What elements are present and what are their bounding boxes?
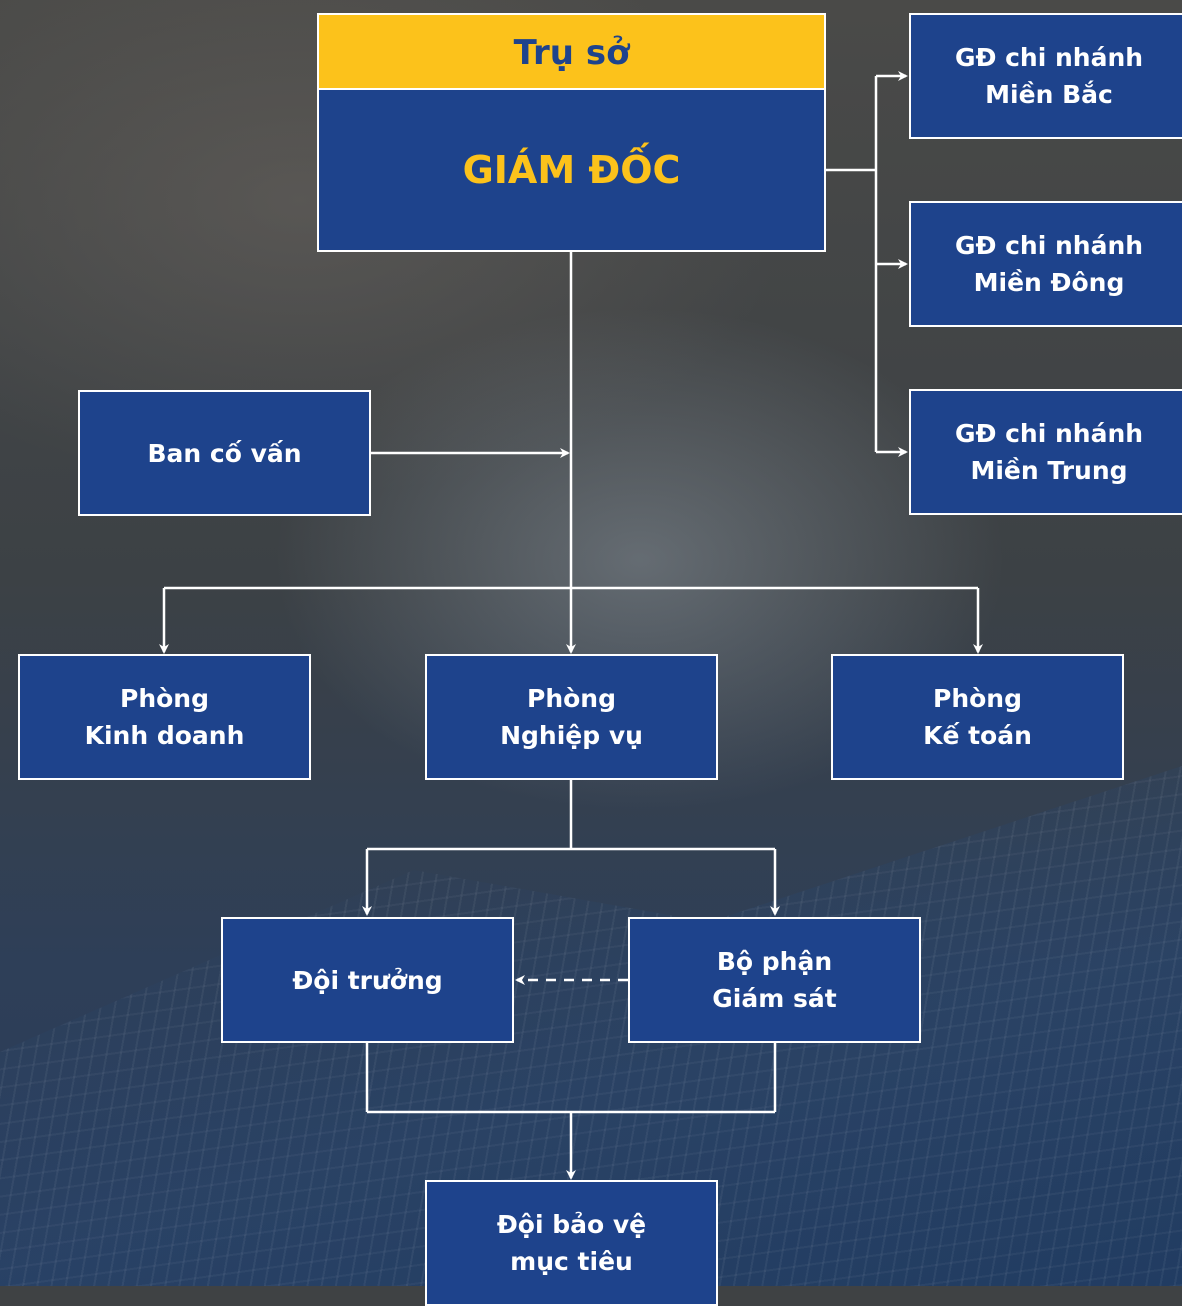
accounting-department-box: Phòng Kế toán bbox=[831, 654, 1124, 780]
operations-line2: Nghiệp vụ bbox=[500, 721, 643, 750]
guard-team-line1: Đội bảo vệ bbox=[496, 1210, 647, 1239]
sales-line1: Phòng bbox=[120, 684, 209, 713]
branch-central-line1: GĐ chi nhánh bbox=[954, 419, 1144, 448]
operations-line1: Phòng bbox=[527, 684, 616, 713]
branch-north-box: GĐ chi nhánh Miền Bắc bbox=[909, 13, 1182, 139]
accounting-line1: Phòng bbox=[933, 684, 1022, 713]
branch-east-line2: Miền Đông bbox=[973, 268, 1125, 297]
hq-label: Trụ sở bbox=[317, 13, 826, 90]
advisory-box: Ban cố vấn bbox=[78, 390, 371, 516]
branch-central-line2: Miền Trung bbox=[970, 456, 1128, 485]
sales-department-box: Phòng Kinh doanh bbox=[18, 654, 311, 780]
guard-team-line2: mục tiêu bbox=[510, 1247, 633, 1276]
sales-line2: Kinh doanh bbox=[84, 721, 245, 750]
branch-east-box: GĐ chi nhánh Miền Đông bbox=[909, 201, 1182, 327]
supervision-line2: Giám sát bbox=[712, 984, 837, 1013]
branch-east-line1: GĐ chi nhánh bbox=[954, 231, 1144, 260]
team-leader-label: Đội trưởng bbox=[292, 965, 443, 995]
director-box: GIÁM ĐỐC bbox=[317, 88, 826, 252]
operations-department-box: Phòng Nghiệp vụ bbox=[425, 654, 718, 780]
branch-central-box: GĐ chi nhánh Miền Trung bbox=[909, 389, 1182, 515]
director-title: GIÁM ĐỐC bbox=[462, 148, 681, 192]
guard-team-box: Đội bảo vệ mục tiêu bbox=[425, 1180, 718, 1306]
accounting-line2: Kế toán bbox=[923, 721, 1032, 750]
advisory-label: Ban cố vấn bbox=[147, 438, 302, 468]
branch-north-line2: Miền Bắc bbox=[985, 80, 1113, 109]
team-leader-box: Đội trưởng bbox=[221, 917, 514, 1043]
branch-north-line1: GĐ chi nhánh bbox=[954, 43, 1144, 72]
supervision-box: Bộ phận Giám sát bbox=[628, 917, 921, 1043]
hq-label-text: Trụ sở bbox=[513, 32, 630, 73]
supervision-line1: Bộ phận bbox=[716, 947, 833, 976]
